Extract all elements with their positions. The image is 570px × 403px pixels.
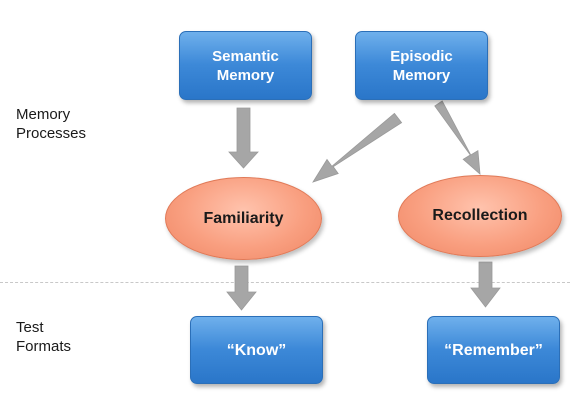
episodic-memory-box: Episodic Memory [355, 31, 488, 100]
know-label: “Know” [226, 341, 287, 359]
familiarity-node: Familiarity [165, 177, 322, 260]
test-formats-label: Test Formats [16, 318, 71, 356]
episodic-memory-line-1: Episodic [390, 47, 453, 65]
arrow-recollection-to-remember [470, 261, 501, 308]
arrow-familiarity-to-know [226, 265, 257, 311]
semantic-memory-box: Semantic Memory [179, 31, 312, 100]
familiarity-label: Familiarity [203, 209, 284, 227]
section-divider [0, 282, 570, 283]
arrow-episodic-to-recollection [434, 100, 481, 175]
know-box: “Know” [190, 316, 323, 384]
test-formats-label-line-2: Formats [16, 338, 72, 355]
remember-label: “Remember” [444, 341, 543, 359]
recollection-node: Recollection [398, 175, 562, 257]
arrow-episodic-to-familiarity [312, 112, 403, 183]
memory-processes-label-line-2: Processes [16, 125, 87, 142]
semantic-memory-line-1: Semantic [212, 47, 279, 65]
episodic-memory-line-2: Memory [392, 66, 451, 84]
remember-box: “Remember” [427, 316, 560, 384]
recollection-label: Recollection [432, 207, 528, 224]
test-formats-label-line-1: Test [16, 319, 44, 336]
arrow-semantic-to-familiarity [228, 107, 259, 169]
semantic-memory-line-2: Memory [216, 66, 275, 84]
memory-processes-label: Memory Processes [16, 105, 86, 143]
memory-processes-label-line-1: Memory [16, 106, 71, 123]
